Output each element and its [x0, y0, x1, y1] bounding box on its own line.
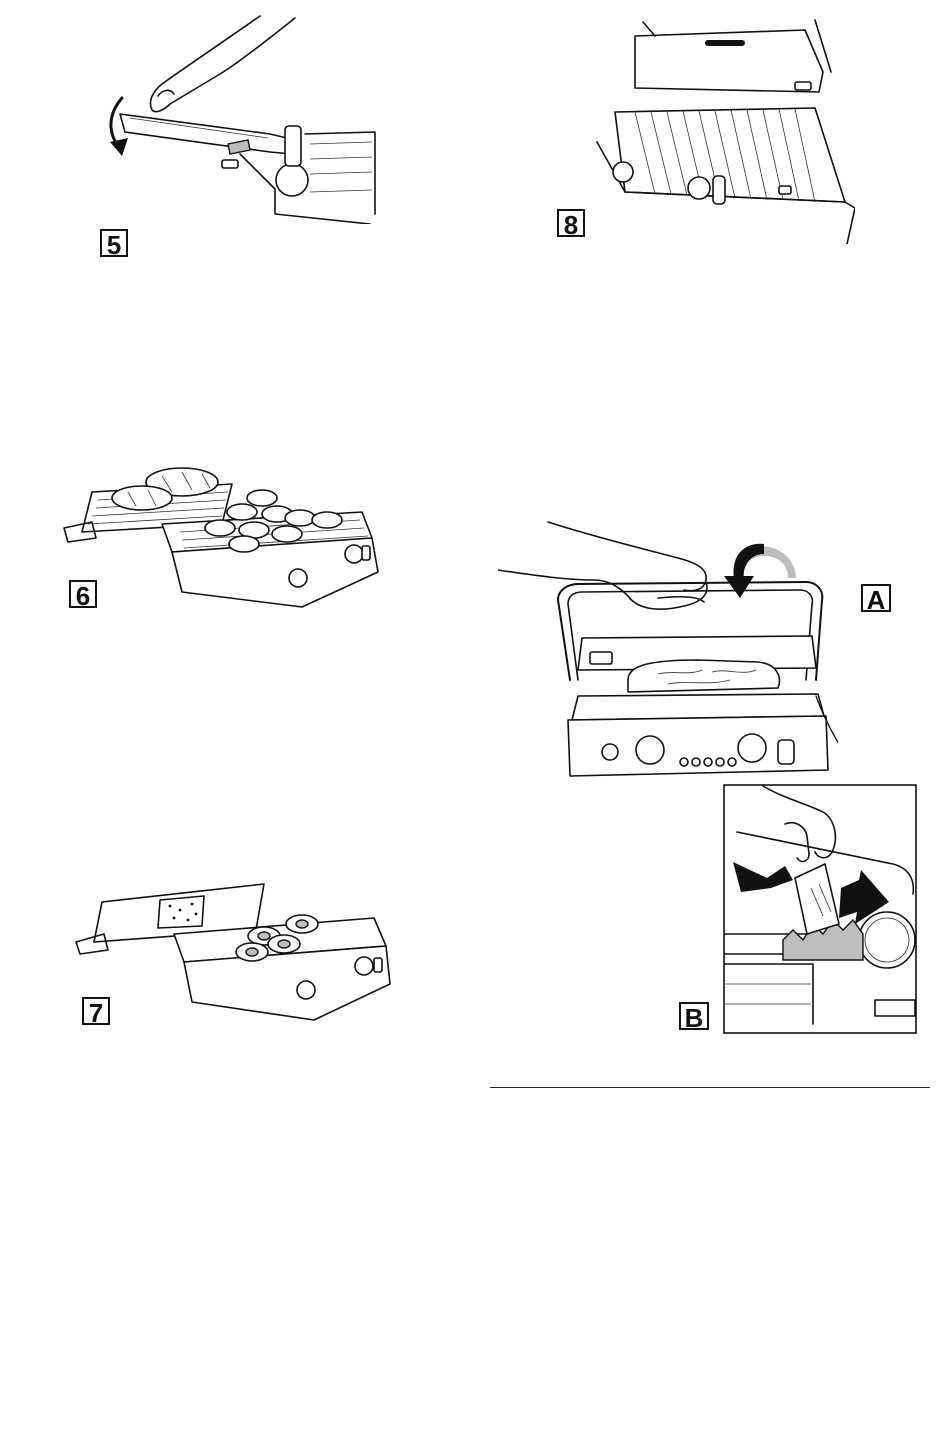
figure-7-illustration [74, 880, 394, 1030]
section-divider [490, 1087, 930, 1088]
figure-7-drawing [74, 880, 394, 1030]
figure-b-label: B [679, 1002, 709, 1030]
figure-7-label: 7 [82, 997, 110, 1025]
figure-6-drawing [62, 462, 382, 612]
figure-5-drawing [100, 14, 380, 224]
figure-b-inset [723, 784, 917, 1034]
figure-8-illustration [595, 12, 855, 244]
figure-6-illustration [62, 462, 382, 612]
figure-8-drawing [595, 12, 855, 244]
figure-a-drawing [498, 520, 838, 780]
figure-6-label: 6 [69, 580, 97, 608]
figure-8-label: 8 [557, 209, 585, 237]
figure-a-illustration [498, 520, 838, 780]
figure-5-label: 5 [100, 229, 128, 257]
figure-5-illustration [100, 14, 380, 224]
figure-a-label: A [861, 584, 891, 612]
figure-b-drawing [723, 784, 917, 1034]
